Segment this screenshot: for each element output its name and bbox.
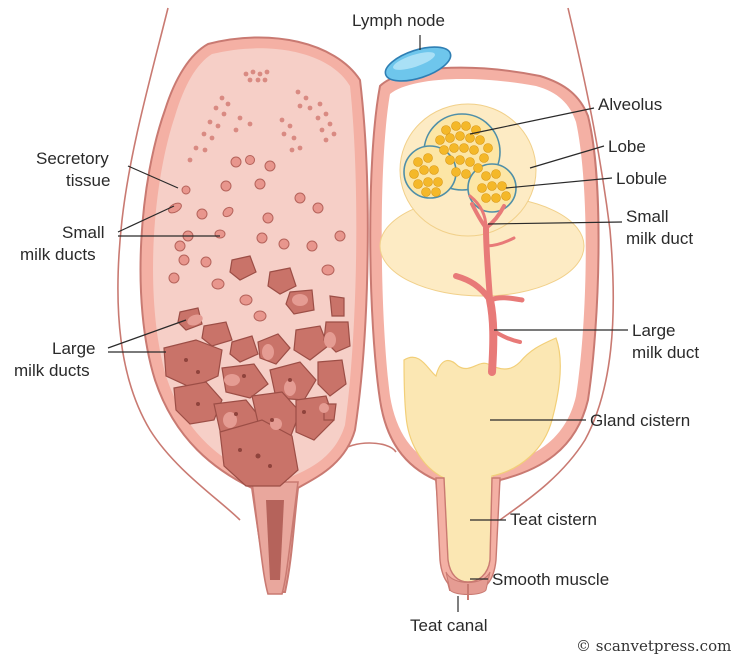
label-secretory-tissue-line1: Secretory — [36, 149, 109, 168]
label-small-milk-ducts-line1: Small — [62, 223, 105, 242]
label-teat-canal: Teat canal — [410, 616, 488, 635]
label-teat-cistern: Teat cistern — [510, 510, 597, 529]
label-small-milk-duct-line2: milk duct — [626, 229, 693, 248]
label-large-milk-ducts-line2: milk ducts — [14, 361, 90, 380]
label-lobe: Lobe — [608, 137, 646, 156]
label-gland-cistern: Gland cistern — [590, 411, 690, 430]
label-small-milk-ducts-line2: milk ducts — [20, 245, 96, 264]
label-alveolus: Alveolus — [598, 95, 662, 114]
left-quarter — [141, 37, 368, 594]
label-secretory-tissue-line2: tissue — [66, 171, 110, 190]
label-smooth-muscle: Smooth muscle — [492, 570, 609, 589]
label-large-milk-duct-line1: Large — [632, 321, 675, 340]
label-large-milk-ducts-line1: Large — [52, 339, 95, 358]
label-small-milk-duct-line1: Small — [626, 207, 669, 226]
copyright-notice: © scanvetpress.com — [576, 637, 731, 655]
label-lymph-node: Lymph node — [352, 11, 445, 30]
label-large-milk-duct-line2: milk duct — [632, 343, 699, 362]
label-lobule: Lobule — [616, 169, 667, 188]
